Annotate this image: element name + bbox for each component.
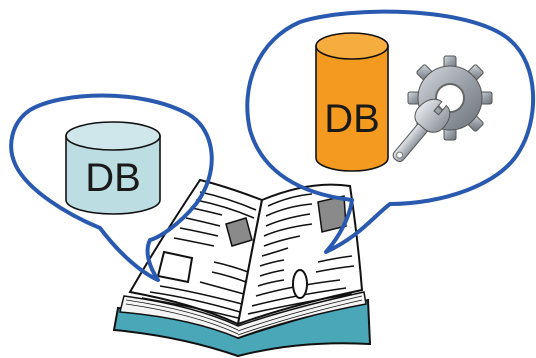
book-left-figure-outline bbox=[156, 250, 194, 284]
database-cylinder-right: DB bbox=[315, 32, 389, 172]
book-right-figure-oval bbox=[292, 269, 308, 299]
gear-wrench-icon bbox=[392, 55, 493, 163]
database-cylinder-left: DB bbox=[65, 121, 161, 215]
database-label-right: DB bbox=[324, 97, 380, 141]
book-left-figure-gray bbox=[225, 217, 253, 247]
database-label-left: DB bbox=[85, 156, 141, 200]
book-right-text bbox=[247, 193, 355, 315]
right-speech-bubble bbox=[245, 9, 536, 254]
book-left-text bbox=[141, 191, 257, 319]
left-speech-bubble bbox=[9, 93, 214, 282]
book-page-edges bbox=[119, 291, 367, 339]
open-book-icon bbox=[112, 178, 372, 358]
